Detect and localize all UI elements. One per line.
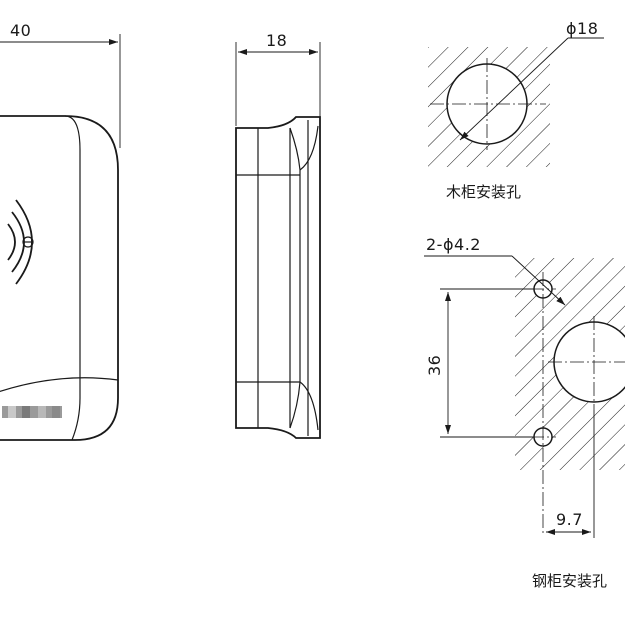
side-profile-outline <box>235 116 321 439</box>
wood-cabinet-caption: 木柜安装孔 <box>446 183 521 201</box>
rfid-wave-icon <box>7 199 34 285</box>
front-width-dimension: 40 <box>0 21 121 148</box>
front-width-label: 40 <box>10 21 31 40</box>
side-view: 18 <box>235 31 321 439</box>
wood-diameter-label: ϕ18 <box>566 19 598 38</box>
steel-small-hole-label: 2-ϕ4.2 <box>426 235 481 254</box>
reader-body-outline <box>0 115 119 441</box>
reader-inner-edge <box>64 115 81 441</box>
steel-cabinet-caption: 钢柜安装孔 <box>532 572 607 590</box>
steel-offset-label: 9.7 <box>556 510 583 529</box>
wood-cabinet-hole-detail: ϕ18 木柜安装孔 <box>428 19 604 201</box>
steel-height-label: 36 <box>425 355 444 376</box>
reader-bottom-curve <box>0 377 119 393</box>
led-indicator-strip <box>2 406 62 418</box>
side-depth-label: 18 <box>266 31 287 50</box>
front-view: 40 <box>0 21 121 441</box>
side-depth-dimension: 18 <box>235 31 321 126</box>
steel-cabinet-hole-detail: 2-ϕ4.2 36 9.7 钢柜安装孔 <box>424 235 625 590</box>
